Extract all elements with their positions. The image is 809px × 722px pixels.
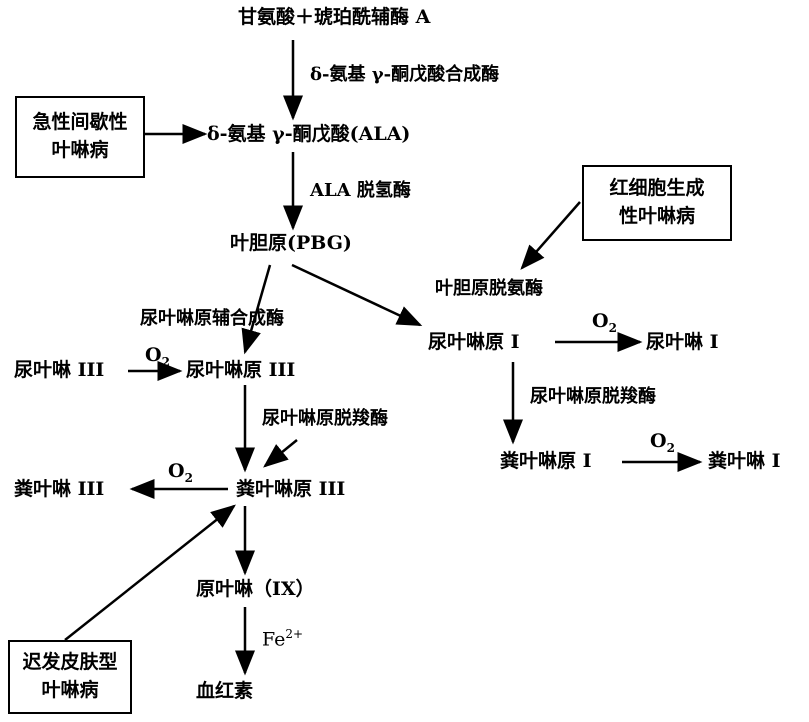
fe-label: Fe2+	[262, 627, 304, 651]
copro1-node: 粪叶啉 I	[708, 450, 781, 472]
uro3-gen-node: 尿叶啉原 III	[186, 359, 296, 381]
disease-box-ep: 红细胞生成 性叶啉病	[582, 165, 732, 241]
disease-pct-line1: 迟发皮肤型	[22, 651, 118, 674]
ala-node: δ-氨基 γ-酮戊酸(ALA)	[207, 123, 411, 145]
disease-ep-line2: 性叶啉病	[618, 205, 695, 227]
uro1-gen-node: 尿叶啉原 I	[428, 331, 520, 353]
enzyme-uro-decarboxylase-1: 尿叶啉原脱羧酶	[530, 386, 656, 407]
pbg-node: 叶胆原(PBG)	[230, 232, 352, 254]
disease-ep-line1: 红细胞生成	[609, 177, 705, 200]
arrow-decarboxylase-to-copro3gen	[263, 439, 298, 468]
copro1-gen-node: 粪叶啉原 I	[500, 450, 592, 472]
copro3-gen-node: 粪叶啉原 III	[236, 478, 346, 500]
arrow-pbg-to-uro1gen	[291, 263, 423, 327]
disease-box-aip: 急性间歇性 叶啉病	[15, 96, 145, 178]
arrow-ep-to-uro1gen	[520, 201, 581, 270]
enzyme-ala-dehydratase: ALA 脱氢酶	[310, 180, 411, 201]
copro3-node: 粪叶啉 III	[14, 478, 105, 500]
arrow-pct-to-copro3gen	[64, 504, 236, 641]
o2-label: O2	[168, 460, 193, 485]
o2-label: O2	[592, 310, 617, 335]
o2-label: O2	[650, 430, 675, 455]
uro1-node: 尿叶啉 I	[646, 331, 719, 353]
enzyme-pbg-deaminase: 叶胆原脱氨酶	[435, 278, 543, 299]
proto-node: 原叶啉（IX）	[196, 578, 315, 600]
heme-node: 血红素	[196, 680, 254, 702]
disease-box-pct: 迟发皮肤型 叶啉病	[8, 640, 132, 714]
disease-aip-line1: 急性间歇性	[32, 111, 128, 134]
o2-label: O2	[145, 344, 170, 369]
enzyme-uro-decarboxylase-3: 尿叶啉原脱羧酶	[262, 408, 388, 429]
enzyme-uro3-cosynthase: 尿叶啉原辅合成酶	[140, 308, 284, 329]
substrate-node: 甘氨酸＋琥珀酰辅酶 A	[238, 6, 431, 28]
disease-aip-line2: 叶啉病	[51, 139, 109, 161]
disease-pct-line2: 叶啉病	[41, 679, 99, 701]
enzyme-ala-synthase: δ-氨基 γ-酮戊酸合成酶	[310, 64, 500, 85]
uro3-node: 尿叶啉 III	[14, 359, 105, 381]
arrow-pbg-to-uro3gen	[241, 264, 272, 355]
